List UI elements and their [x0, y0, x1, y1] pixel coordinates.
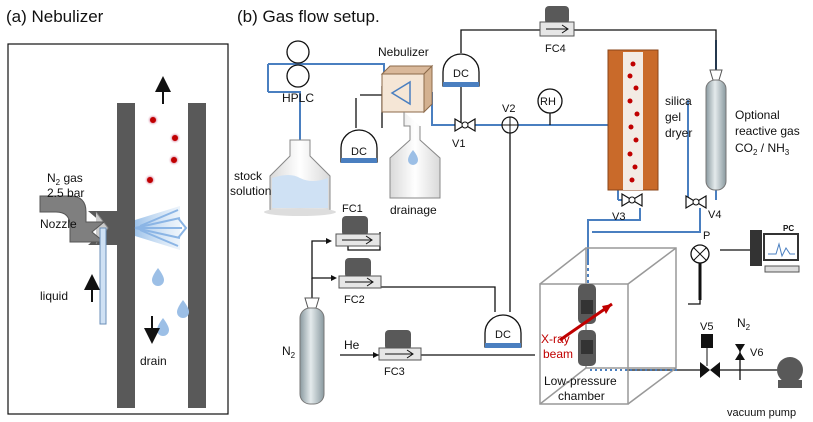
dc-unit-left: DC	[340, 129, 378, 163]
valve-v3: V3	[612, 192, 643, 223]
v1-label: V1	[452, 138, 465, 150]
stock-label-1: stock	[234, 169, 263, 183]
valve-v1: V1	[452, 117, 476, 150]
liquid-label: liquid	[40, 289, 68, 303]
stock-label-2: solution	[230, 184, 271, 198]
hplc-pump: HPLC	[282, 40, 314, 105]
panel-b-gas-flow: (b) Gas flow setup.	[230, 6, 803, 419]
right-wall	[188, 103, 206, 408]
xray-label-2: beam	[543, 347, 573, 361]
v2-label: V2	[502, 103, 515, 115]
drain-drop	[177, 300, 189, 318]
optional-label-2: reactive gas	[735, 124, 800, 138]
blue-flow-lines	[267, 40, 717, 284]
panel-a-nebulizer: (a) Nebulizer N2 gas 2.5 bar	[6, 7, 229, 415]
n2-cyl-label: N2	[282, 344, 296, 360]
flow-controller-fc3: FC3	[378, 330, 422, 378]
liquid-capillary	[99, 227, 107, 325]
he-label: He	[344, 338, 360, 352]
rh-sensor: RH	[537, 88, 563, 114]
black-gas-lines	[311, 29, 780, 380]
nebulizer-unit: Nebulizer	[378, 45, 434, 114]
dc-bottom-label: DC	[495, 329, 511, 341]
dryer-label-1: silica	[665, 94, 692, 108]
drain-drop	[152, 268, 164, 286]
drainage-bottle: drainage	[389, 112, 441, 217]
aerosol-droplet	[147, 114, 159, 126]
pressure-label: 2.5 bar	[47, 186, 84, 200]
fc3-label: FC3	[384, 366, 405, 378]
n2-valve-label: N2	[737, 316, 751, 332]
dc-unit-bottom: DC	[484, 314, 522, 348]
low-pressure-chamber: X-ray beam Low-pressure chamber	[539, 247, 680, 405]
chamber-label-2: chamber	[558, 389, 605, 403]
panel-a-frame	[7, 43, 229, 415]
drain-drop	[157, 318, 169, 336]
dc-unit-top: DC	[442, 53, 480, 87]
valve-v5: V5	[700, 321, 720, 378]
optional-label-1: Optional	[735, 108, 780, 122]
fc4-label: FC4	[545, 43, 566, 55]
dc-left-label: DC	[351, 146, 367, 158]
optional-label-3: CO2 / NH3	[735, 141, 790, 157]
flow-controller-fc1: FC1	[335, 203, 381, 247]
stock-solution-bottle: stock solution	[230, 139, 336, 216]
aerosol-droplet	[144, 174, 156, 186]
nebulizer-label: Nebulizer	[378, 45, 429, 59]
panel-a-title: (a) Nebulizer	[6, 7, 104, 26]
panel-b-title: (b) Gas flow setup.	[237, 7, 380, 26]
valve-v6: V6 N2	[735, 316, 763, 360]
v3-label: V3	[612, 211, 625, 223]
left-wall	[117, 103, 135, 408]
hplc-label: HPLC	[282, 91, 314, 105]
n2-gas-label: N2 gas	[47, 171, 83, 187]
p-label: P	[703, 230, 710, 242]
dc-top-label: DC	[453, 68, 469, 80]
n2-cylinder: N2	[282, 297, 325, 405]
aerosol-droplet	[169, 132, 181, 144]
nozzle-label: Nozzle	[40, 217, 77, 231]
v5-label: V5	[700, 321, 713, 333]
drain-label: drain	[140, 354, 167, 368]
vacuum-pump: vacuum pump	[727, 357, 803, 419]
pc-computer-icon: PC	[750, 224, 800, 273]
vacuum-label: vacuum pump	[727, 407, 796, 419]
gas-inlet-pipe	[39, 195, 106, 243]
chamber-label-1: Low-pressure	[544, 374, 617, 388]
flow-controller-fc4: FC4	[539, 6, 575, 55]
dryer-label-2: gel	[665, 110, 681, 124]
pc-label: PC	[783, 224, 794, 233]
rh-label: RH	[540, 96, 556, 108]
valve-v2: V2	[501, 103, 519, 134]
drainage-label: drainage	[390, 203, 437, 217]
spray-plume	[134, 206, 188, 250]
reactive-gas-cylinder: Optional reactive gas CO2 / NH3	[705, 69, 800, 191]
fc1-label: FC1	[342, 203, 363, 215]
v6-label: V6	[750, 347, 763, 359]
aerosol-droplet	[168, 154, 180, 166]
dryer-label-3: dryer	[665, 126, 692, 140]
valve-v4: V4	[685, 194, 721, 221]
silica-gel-dryer: silica gel dryer	[607, 49, 692, 191]
fc2-label: FC2	[344, 294, 365, 306]
flow-controller-fc2: FC2	[338, 258, 382, 306]
pressure-gauge: P	[690, 230, 710, 300]
v4-label: V4	[708, 209, 721, 221]
xray-label-1: X-ray	[541, 332, 570, 346]
